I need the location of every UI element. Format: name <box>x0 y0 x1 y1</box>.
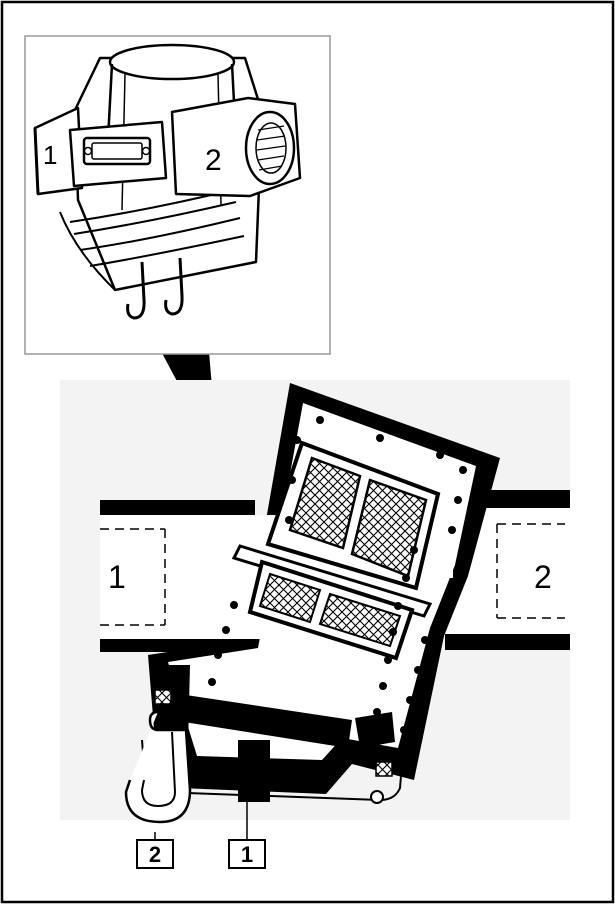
outlet-stem <box>238 740 270 802</box>
inset-panel: 1 2 <box>24 35 331 355</box>
valve-illustration <box>33 43 302 320</box>
valve-cap <box>108 43 236 81</box>
j-hook-inner <box>140 731 177 808</box>
inset-hook-2 <box>164 257 184 316</box>
filter-cartridge <box>231 440 441 661</box>
callout-hook: 2 <box>136 839 174 869</box>
callout-stem: 1 <box>228 839 266 869</box>
inset-hook-1 <box>126 261 146 320</box>
filter-pane-4 <box>318 592 402 648</box>
filter-pane-1 <box>288 456 362 550</box>
left-inner-wall <box>168 665 190 746</box>
section-label-right: 2 <box>534 559 552 595</box>
pipe-left-bore <box>100 515 255 639</box>
callout-hook-label: 2 <box>149 842 161 867</box>
spring-coils <box>202 416 467 742</box>
seals <box>154 689 393 804</box>
right-lower-boss <box>355 712 395 748</box>
pipe-threads <box>100 523 565 626</box>
inset-label-right: 2 <box>205 144 222 177</box>
callout-stem-label: 1 <box>241 842 253 867</box>
lower-plate <box>184 695 352 748</box>
section-label-left: 1 <box>108 559 126 595</box>
section-view: 1 2 <box>60 380 570 840</box>
inset-label-left: 1 <box>43 140 57 170</box>
filter-pane-3 <box>258 572 322 624</box>
